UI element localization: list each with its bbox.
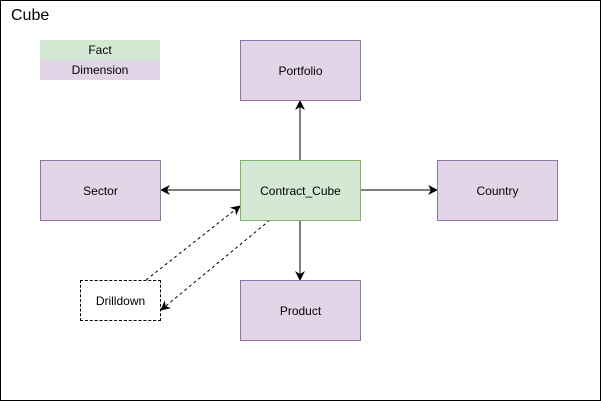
node-contract-cube: Contract_Cube: [240, 160, 361, 221]
node-portfolio: Portfolio: [240, 40, 361, 101]
legend-dimension: Dimension: [40, 60, 160, 80]
node-country: Country: [437, 160, 558, 221]
node-sector: Sector: [40, 160, 161, 221]
node-product: Product: [240, 280, 361, 341]
legend-fact: Fact: [40, 40, 160, 60]
node-drilldown: Drilldown: [80, 280, 161, 321]
edge-drilldown-to-cube: [145, 205, 241, 281]
container-title: Cube: [11, 7, 50, 24]
